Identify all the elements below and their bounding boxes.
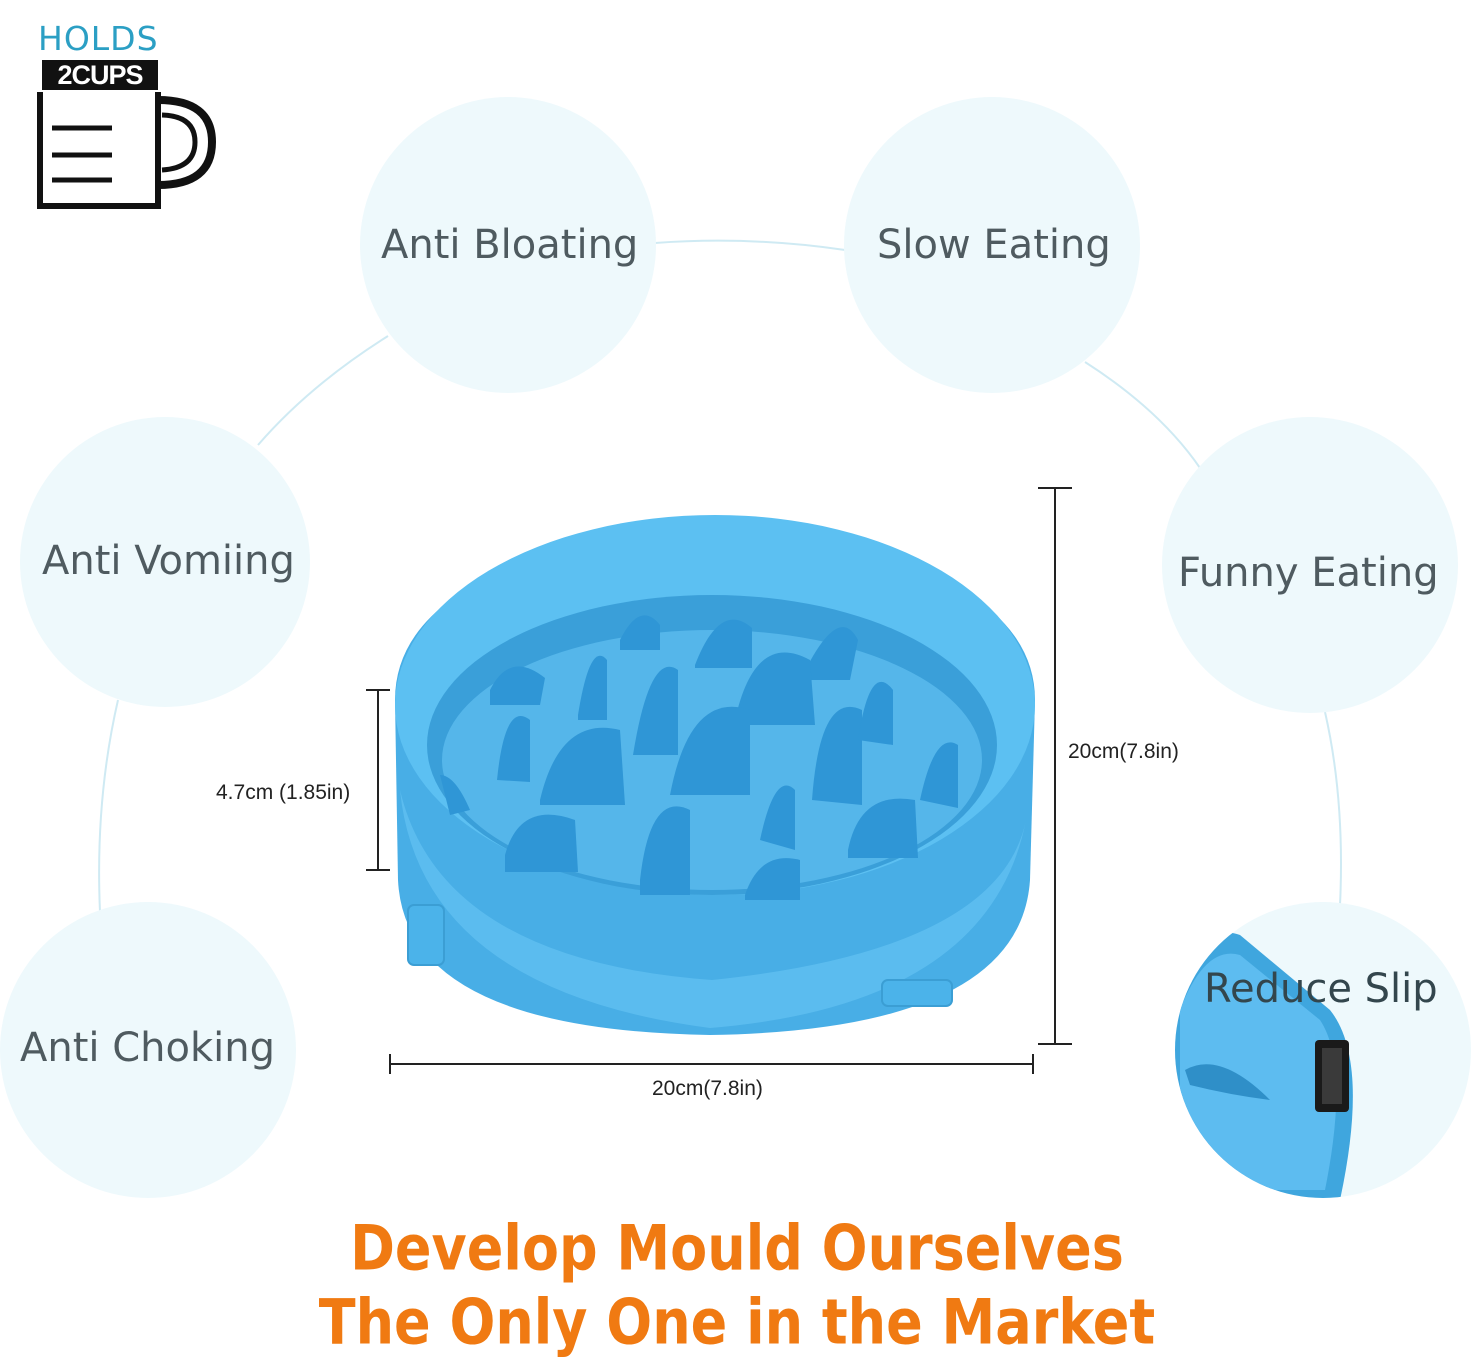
slow-feeder-bowl	[395, 515, 1035, 1035]
feature-anti-bloating: Anti Bloating	[381, 222, 639, 268]
dimension-lines	[366, 487, 1072, 1074]
headline-line-1: Develop Mould Ourselves	[350, 1212, 1124, 1285]
reduce-slip-inset	[1175, 932, 1353, 1198]
dimension-height-label: 4.7cm (1.85in)	[216, 781, 351, 804]
dimension-width-label: 20cm(7.8in)	[652, 1077, 763, 1100]
headline-line-2: The Only One in the Market	[318, 1286, 1156, 1359]
feature-connector-lines	[98, 239, 1342, 913]
feature-anti-choking: Anti Choking	[20, 1025, 275, 1071]
feature-reduce-slip: Reduce Slip	[1204, 966, 1438, 1012]
dimension-depth-label: 20cm(7.8in)	[1068, 740, 1179, 763]
measuring-cup-icon	[37, 92, 217, 209]
feature-anti-vomiing: Anti Vomiing	[42, 538, 295, 584]
badge-holds-text: HOLDS	[38, 19, 159, 58]
feature-slow-eating: Slow Eating	[877, 222, 1111, 268]
badge-cups-text: 2CUPS	[42, 60, 158, 90]
feature-funny-eating: Funny Eating	[1178, 550, 1439, 596]
